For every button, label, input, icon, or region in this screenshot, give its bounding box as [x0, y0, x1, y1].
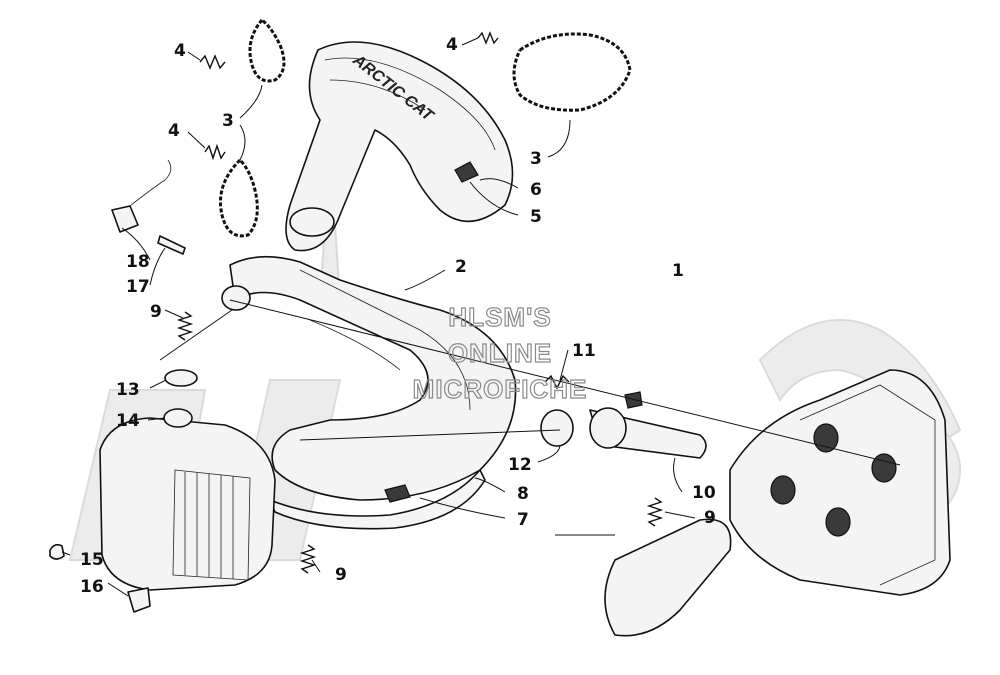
- callout-7: 7: [517, 510, 529, 530]
- callout-9-upper: 9: [150, 302, 162, 322]
- engine-block: [729, 369, 951, 596]
- heat-shield: ARCTIC CAT: [285, 41, 514, 252]
- grommet-15: [49, 543, 65, 560]
- exhaust-pipe: [221, 255, 517, 501]
- callout-18: 18: [126, 252, 150, 272]
- callout-4-top-right: 4: [446, 35, 458, 55]
- lower-shield-decal: [384, 484, 411, 503]
- spring-4-upper-left: [199, 54, 226, 70]
- callout-15: 15: [80, 550, 104, 570]
- leader-lines: [61, 37, 901, 597]
- callout-4-middle-left: 4: [168, 121, 180, 141]
- chain-clamp-right: [512, 32, 632, 112]
- spring-9-upper: [176, 311, 194, 341]
- chain-clamp-lower-left: [219, 158, 259, 238]
- callout-1: 1: [672, 261, 684, 281]
- callout-14: 14: [116, 411, 140, 431]
- mounting-bracket: [604, 518, 732, 637]
- callout-4-upper-left: 4: [174, 41, 186, 61]
- callout-6: 6: [530, 180, 542, 200]
- callout-10: 10: [692, 483, 716, 503]
- callout-16: 16: [80, 577, 104, 597]
- spring-9-lower-center: [299, 544, 317, 574]
- callout-3-left: 3: [222, 111, 234, 131]
- shield-decal: [454, 161, 479, 183]
- spring-4-top-right: [477, 31, 499, 45]
- callout-labels: 1 2 3 3 4 4 4 5 6 7 8 9 9 9 10 11 12 13 …: [80, 35, 716, 597]
- callout-3-right: 3: [530, 149, 542, 169]
- watermark-text: HLSM'S ONLINE MICROFICHE: [412, 301, 588, 404]
- callout-9-lower: 9: [335, 565, 347, 585]
- sensor-probe-17: [157, 235, 186, 255]
- lower-heat-shield: [269, 469, 486, 530]
- spring-11: [544, 374, 570, 390]
- callout-8: 8: [517, 484, 529, 504]
- callout-17: 17: [126, 277, 150, 297]
- muffler: [99, 408, 276, 591]
- callout-5: 5: [530, 207, 542, 227]
- callout-13: 13: [116, 380, 140, 400]
- watermark-line-3: MICROFICHE: [413, 374, 588, 404]
- gasket-12: [540, 409, 574, 447]
- callout-2: 2: [455, 257, 467, 277]
- chain-clamp-upper-left: [248, 18, 286, 83]
- exhaust-manifold: [589, 391, 707, 459]
- clamp-16: [127, 587, 151, 613]
- callout-11: 11: [572, 341, 596, 361]
- gasket-13: [164, 369, 198, 387]
- watermark-line-1: HLSM'S: [448, 302, 551, 332]
- spring-9-right: [646, 497, 664, 527]
- watermark-line-2: ONLINE: [448, 338, 552, 368]
- callout-9-right: 9: [704, 508, 716, 528]
- wire-connector-18: [111, 205, 139, 233]
- spring-4-middle-left: [204, 143, 226, 161]
- callout-12: 12: [508, 455, 532, 475]
